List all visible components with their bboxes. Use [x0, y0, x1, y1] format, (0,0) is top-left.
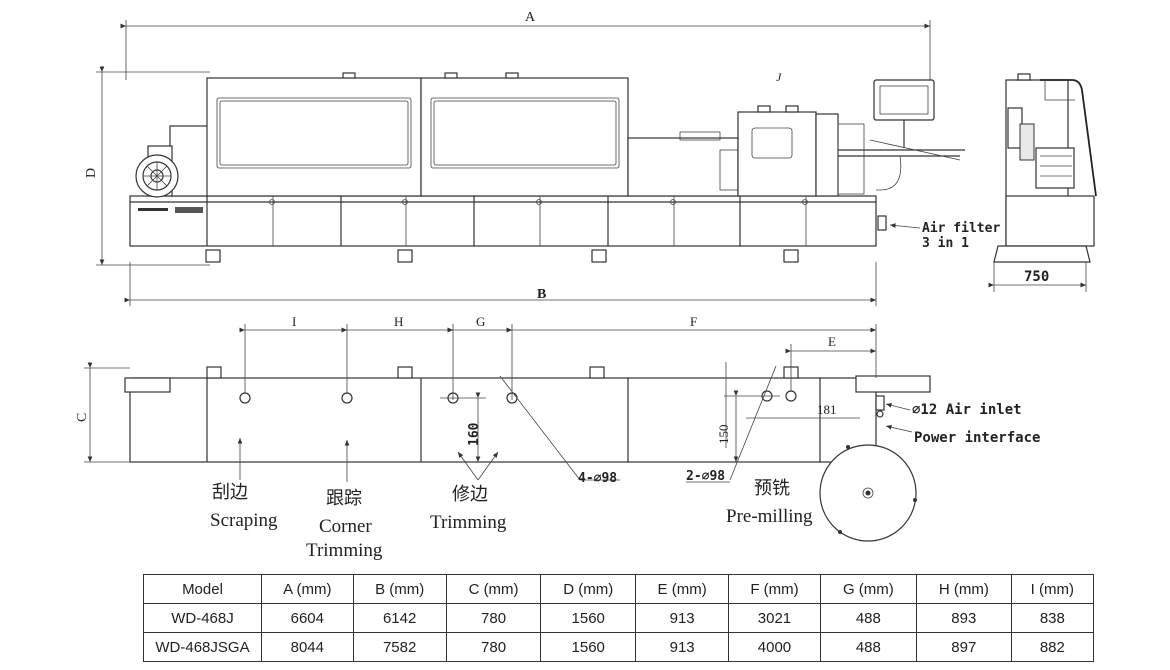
air-filter-unit — [877, 215, 887, 231]
table-header-cell: G (mm) — [819, 574, 917, 604]
table-header-cell: H (mm) — [915, 574, 1012, 604]
station-pre-milling-en: Pre-milling — [726, 506, 813, 527]
table-cell: 1560 — [540, 632, 637, 662]
dimension-150: 150 — [716, 362, 780, 462]
dimension-i-label: I — [292, 314, 296, 329]
plan-body — [129, 377, 877, 463]
transport-section — [627, 137, 739, 197]
table-cell: 488 — [819, 603, 917, 633]
table-cell: 913 — [635, 632, 730, 662]
table-cell: 897 — [915, 632, 1012, 662]
station-corner-trimming-en-1: Corner — [319, 516, 372, 537]
dimension-f-label: F — [690, 314, 697, 329]
height-160-label: 160 — [467, 422, 482, 446]
front-elevation-view: A D — [84, 10, 1000, 306]
dimension-a-label: A — [525, 10, 536, 25]
table-header-cell: I (mm) — [1010, 574, 1095, 604]
dimension-a: A — [120, 10, 931, 80]
table-cell: 838 — [1010, 603, 1095, 633]
table-cell-model: WD-468JSGA — [143, 632, 262, 662]
table-cell: 893 — [915, 603, 1012, 633]
holes-4-label: 4-⌀98 — [578, 471, 617, 486]
air-filter-sublabel: 3 in 1 — [922, 236, 969, 251]
table-cell: 780 — [445, 632, 542, 662]
cover-right — [420, 77, 629, 197]
plan-view: C I — [75, 314, 1040, 561]
air-inlet-fitting — [875, 395, 885, 418]
table-header-cell: A (mm) — [261, 574, 354, 604]
dimension-d: D — [84, 66, 210, 266]
side-width-label: 750 — [1024, 269, 1049, 285]
dimension-h: H — [341, 314, 453, 333]
section-j-label: J — [776, 70, 782, 84]
table-cell: 488 — [819, 632, 917, 662]
dimension-f: F — [506, 314, 876, 333]
dimension-g-label: G — [476, 314, 485, 329]
station-scraping-en: Scraping — [210, 510, 278, 531]
dimension-d-label: D — [84, 168, 99, 178]
table-row: WD-468J 6604 6142 780 1560 913 3021 488 … — [143, 603, 1095, 633]
table-cell: 6604 — [261, 603, 354, 633]
station-pre-milling-cn: 预铣 — [754, 478, 790, 498]
dimension-b-label: B — [537, 287, 546, 302]
feed-roller — [819, 444, 917, 542]
table-header-cell: Model — [143, 574, 262, 604]
side-motor — [1035, 147, 1075, 189]
power-interface-label: Power interface — [914, 430, 1040, 446]
dimension-side-width: 750 — [988, 262, 1087, 292]
dimension-i: I — [239, 314, 347, 333]
table-header-cell: C (mm) — [445, 574, 542, 604]
table-row: WD-468JSGA 8044 7582 780 1560 913 4000 4… — [143, 632, 1095, 662]
dimension-e: E — [785, 334, 876, 354]
glue-motor — [135, 154, 179, 198]
table-header-row: Model A (mm) B (mm) C (mm) D (mm) E (mm)… — [143, 574, 1095, 604]
station-trimming-cn: 修边 — [452, 484, 488, 504]
table-cell: 780 — [445, 603, 542, 633]
cover-left — [206, 77, 422, 197]
pre-milling-unit — [737, 111, 817, 197]
dimension-160: 160 — [440, 392, 486, 462]
station-trimming-en: Trimming — [430, 512, 507, 533]
table-cell: 3021 — [728, 603, 821, 633]
offset-181-label: 181 — [817, 402, 837, 417]
table-header-cell: D (mm) — [540, 574, 637, 604]
table-cell-model: WD-468J — [143, 603, 262, 633]
station-corner-trimming-cn: 跟踪 — [326, 488, 362, 508]
dimension-e-label: E — [828, 334, 836, 349]
height-150-label: 150 — [716, 425, 731, 445]
dimension-g: G — [447, 314, 512, 333]
table-cell: 913 — [635, 603, 730, 633]
station-scraping-cn: 刮边 — [212, 482, 248, 502]
spec-table: Model A (mm) B (mm) C (mm) D (mm) E (mm)… — [143, 574, 1095, 662]
holes-2-label: 2-⌀98 — [686, 469, 725, 484]
table-cell: 1560 — [540, 603, 637, 633]
table-cell: 7582 — [352, 632, 447, 662]
table-cell: 882 — [1010, 632, 1095, 662]
machine-feet — [205, 249, 799, 263]
logo-plate — [138, 208, 168, 211]
dimension-h-label: H — [394, 314, 403, 329]
table-header-cell: E (mm) — [635, 574, 730, 604]
table-header-cell: F (mm) — [728, 574, 821, 604]
dimension-c-label: C — [75, 413, 90, 422]
dimension-b: B — [124, 262, 877, 306]
machine-base — [129, 195, 877, 247]
air-filter-label: Air filter — [922, 221, 1000, 236]
table-cell: 4000 — [728, 632, 821, 662]
table-cell: 6142 — [352, 603, 447, 633]
station-corner-trimming-en-2: Trimming — [306, 540, 383, 561]
table-cell: 8044 — [261, 632, 354, 662]
table-header-cell: B (mm) — [352, 574, 447, 604]
door-handles — [269, 199, 808, 205]
brand-plate — [175, 207, 203, 213]
dimension-181: 181 — [746, 402, 860, 419]
air-inlet-label: ⌀12 Air inlet — [912, 402, 1022, 418]
side-elevation-view: 750 — [988, 73, 1097, 292]
dimension-c: C — [75, 362, 130, 463]
